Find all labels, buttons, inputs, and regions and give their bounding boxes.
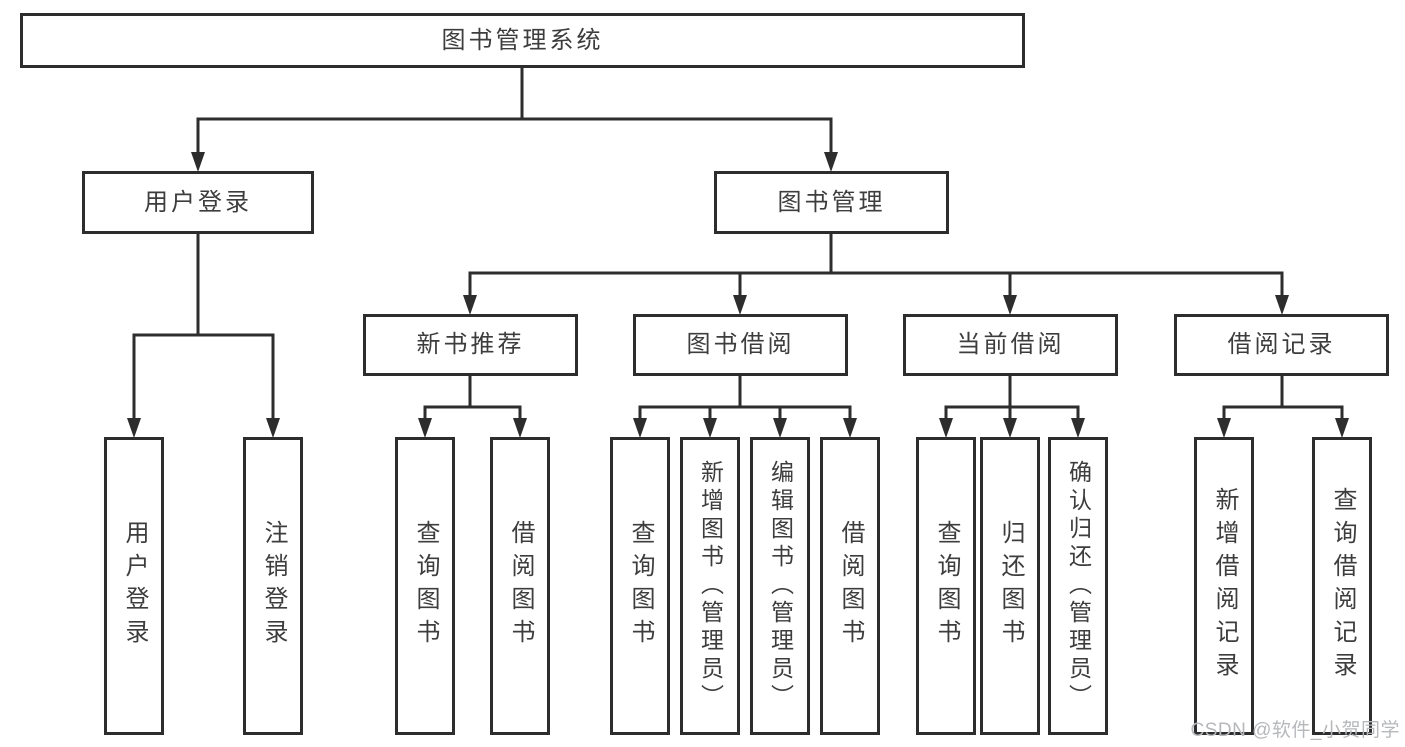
connector-user-login-branch [132,233,275,422]
arrowhead [843,418,857,438]
connector-borrowing-records-branch [1222,375,1344,422]
node-label: 图书借阅 [686,331,795,358]
connector-book-management-branch [468,234,1284,299]
leaf-logout: 注销登录 [243,437,303,735]
leaf-label: 查询图书 [933,520,960,652]
node-book-management: 图书管理 [714,171,949,234]
node-root-library-management-system: 图书管理系统 [20,13,1025,68]
arrowhead [1217,418,1231,438]
arrowhead [939,418,953,438]
leaf-label: 新增借阅记录 [1211,487,1238,685]
node-label: 当前借阅 [956,331,1065,358]
arrowhead [513,418,527,438]
arrowhead [1003,295,1017,315]
arrowhead [633,418,647,438]
leaf-bb-borrow-books: 借阅图书 [820,437,880,735]
leaf-label: 借阅图书 [507,520,534,652]
leaf-label: 注销登录 [260,520,287,652]
node-label: 图书管理 [777,188,886,216]
leaf-label: 查询图书 [627,520,654,652]
leaf-bb-query-books: 查询图书 [610,437,670,735]
leaf-label: 查询借阅记录 [1329,487,1356,685]
arrowhead [1275,295,1289,315]
leaf-bb-add-books-admin: 新增图书（管理员） [680,437,740,735]
connector-new-book-branch [423,375,522,422]
arrowhead [127,418,141,438]
connector-root-branch [196,67,833,156]
leaf-label: 编辑图书（管理员） [767,460,794,712]
arrowhead [191,152,205,172]
arrowhead [418,418,432,438]
leaf-label: 查询图书 [412,520,439,652]
node-new-book-recommendation: 新书推荐 [363,314,578,376]
connector-book-borrowing-branch [638,375,852,422]
arrowhead [824,152,838,172]
csdn-watermark: CSDN @软件_小贺同学 [1190,720,1400,741]
arrowhead [1071,418,1085,438]
arrowhead [1003,418,1017,438]
leaf-nbr-query-books: 查询图书 [395,437,455,735]
leaf-nbr-borrow-books: 借阅图书 [490,437,550,735]
node-label: 借阅记录 [1227,331,1336,358]
arrowhead [463,295,477,315]
node-label: 新书推荐 [416,331,525,358]
leaf-label: 用户登录 [121,520,148,652]
node-borrowing-records: 借阅记录 [1174,314,1389,376]
connector-lines [132,67,1344,422]
connector-arrowheads [127,152,1349,438]
leaf-br-add-borrow-record: 新增借阅记录 [1194,437,1254,735]
arrowhead [703,418,717,438]
leaf-user-login: 用户登录 [104,437,164,735]
arrowhead [773,418,787,438]
leaf-label: 确认归还（管理员） [1065,460,1092,712]
connector-current-borrowing-branch [944,375,1080,422]
leaf-cb-return-books: 归还图书 [980,437,1040,735]
arrowhead [266,418,280,438]
leaf-cb-query-books: 查询图书 [916,437,976,735]
node-current-borrowing: 当前借阅 [903,314,1118,376]
leaf-bb-edit-books-admin: 编辑图书（管理员） [750,437,810,735]
arrowhead [1335,418,1349,438]
leaf-label: 新增图书（管理员） [697,460,724,712]
leaf-br-query-borrow-record: 查询借阅记录 [1312,437,1372,735]
leaf-label: 归还图书 [997,520,1024,652]
node-user-login: 用户登录 [82,171,314,234]
node-label: 图书管理系统 [441,26,604,54]
leaf-label: 借阅图书 [837,520,864,652]
leaf-cb-confirm-return-admin: 确认归还（管理员） [1048,437,1108,735]
node-book-borrowing: 图书借阅 [633,314,848,376]
node-label: 用户登录 [144,188,252,216]
arrowhead [733,295,747,315]
